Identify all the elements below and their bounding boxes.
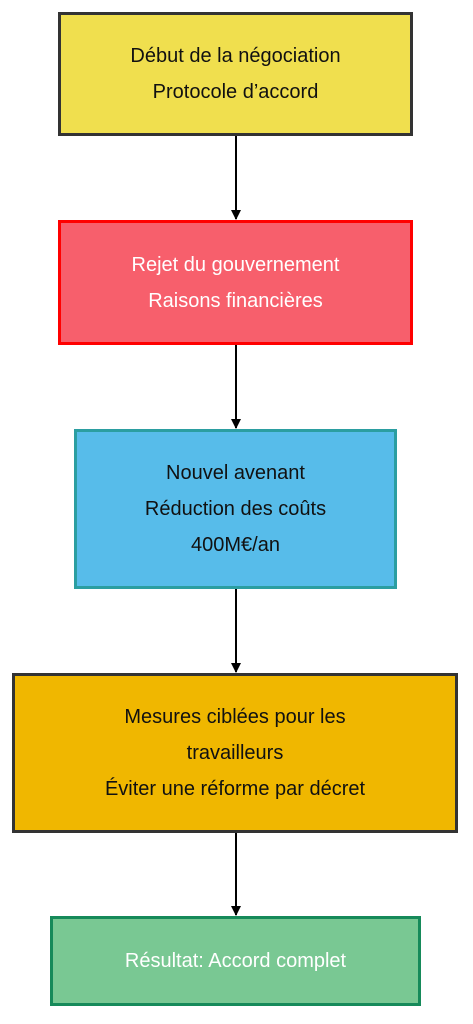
node-rejection-line-2: Raisons financières: [148, 289, 323, 312]
node-amendment-line-2: Réduction des coûts: [144, 498, 327, 520]
node-start-line-2: Protocole d’accord: [152, 81, 319, 103]
node-amendment-line-1: Nouvel avenant: [166, 462, 305, 484]
node-amendment: Nouvel avenant Réduction des coûts 400M€…: [74, 429, 397, 589]
node-measures: Mesures ciblées pour les travailleurs Év…: [12, 673, 458, 833]
node-measures-line-1: Mesures ciblées pour les: [124, 706, 346, 728]
node-measures-line-3: Éviter une réforme par décret: [104, 778, 366, 800]
node-measures-line-2: travailleurs: [186, 742, 284, 764]
node-rejection-line-1: Rejet du gouvernement: [131, 253, 340, 276]
node-rejection: Rejet du gouvernement Raisons financière…: [58, 220, 413, 345]
node-start: Début de la négociation Protocole d’acco…: [58, 12, 413, 136]
node-amendment-line-3: 400M€/an: [191, 534, 280, 556]
node-start-line-1: Début de la négociation: [130, 45, 341, 67]
node-result-line-1: Résultat: Accord complet: [124, 950, 347, 972]
node-result: Résultat: Accord complet: [50, 916, 421, 1006]
